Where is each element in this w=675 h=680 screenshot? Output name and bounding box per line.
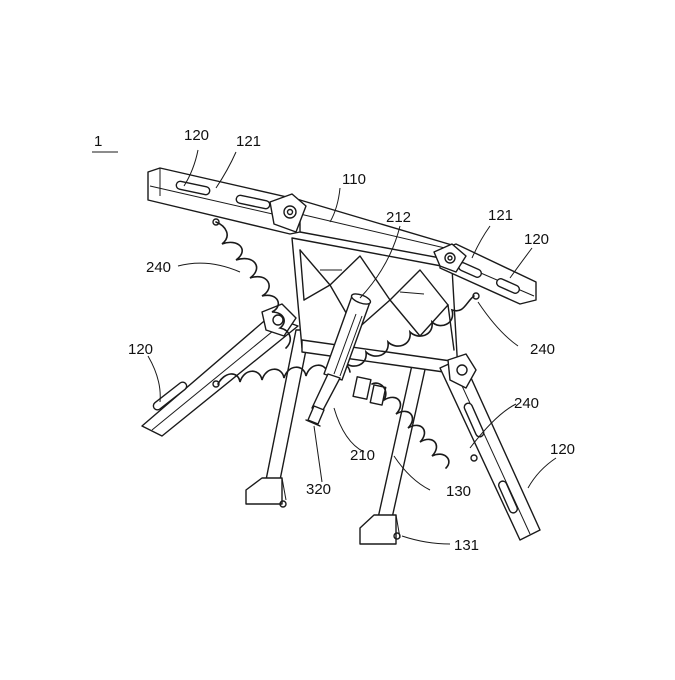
- arm-lower-right: [439, 353, 541, 541]
- label-110: 110: [342, 171, 366, 188]
- label-210: 210: [350, 447, 375, 464]
- label-121-top-left: 121: [236, 133, 261, 150]
- label-240-right: 240: [530, 341, 555, 358]
- rear-leg-right: [359, 364, 427, 545]
- arm-top-left: [147, 167, 307, 235]
- spring-lower-right: [371, 382, 478, 469]
- label-320: 320: [306, 481, 331, 498]
- label-121-right: 121: [488, 207, 513, 224]
- label-120-right: 120: [524, 231, 549, 248]
- label-130: 130: [446, 483, 471, 500]
- label-120-bottom-right: 120: [550, 441, 575, 458]
- label-131: 131: [454, 537, 479, 554]
- figure-number: 1: [94, 133, 102, 150]
- arm-lower-left: [141, 303, 299, 437]
- label-212: 212: [386, 209, 411, 226]
- label-240-left: 240: [146, 259, 171, 276]
- actuator-cylinder: [305, 293, 372, 427]
- label-120-left: 120: [128, 341, 153, 358]
- label-240-lower-right: 240: [514, 395, 539, 412]
- arm-top-right: [433, 243, 537, 305]
- truss-body: [291, 237, 459, 406]
- label-120-top-left: 120: [184, 127, 209, 144]
- spring-top-left: [212, 218, 292, 349]
- leader-lines: [147, 149, 557, 545]
